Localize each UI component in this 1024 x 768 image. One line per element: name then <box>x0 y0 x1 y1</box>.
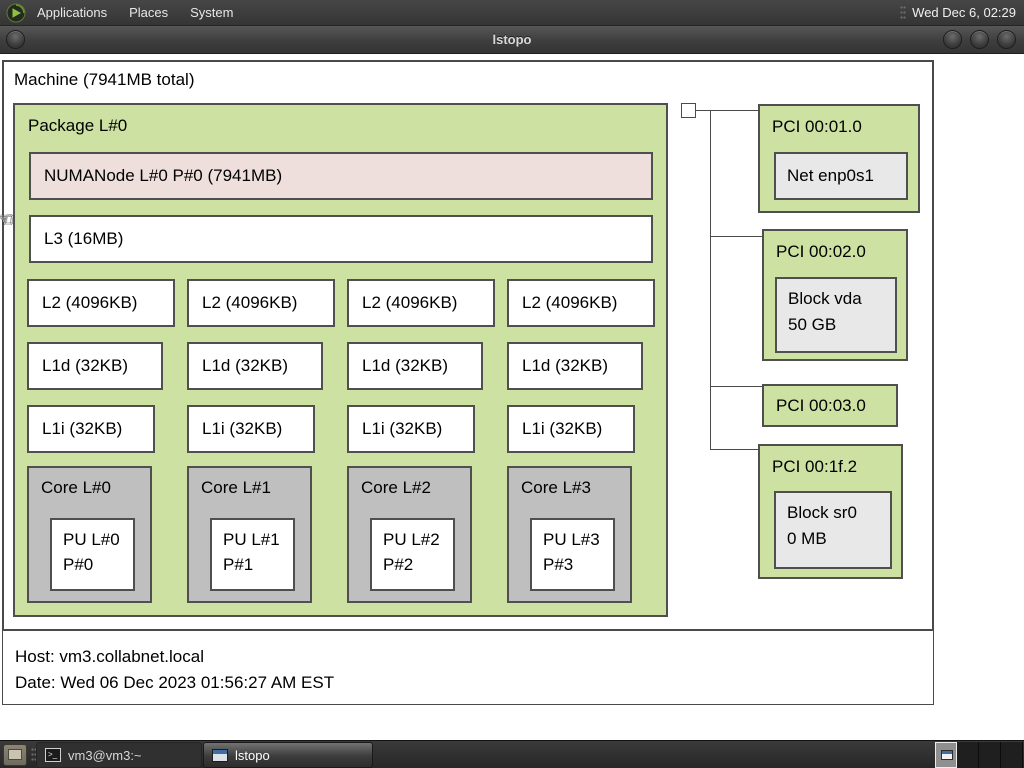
core-label: Core L#3 <box>521 478 591 497</box>
pu-box: PU L#2 P#2 <box>370 518 455 591</box>
pu-logical: PU L#2 <box>383 530 440 549</box>
core-label: Core L#1 <box>201 478 271 497</box>
workspace-switcher <box>935 742 1023 768</box>
l1d-cache-box: L1d (32KB) <box>347 342 483 390</box>
legend-box: Host: vm3.collabnet.local Date: Wed 06 D… <box>2 630 934 705</box>
l2-cache-box: L2 (4096KB) <box>27 279 175 327</box>
task-button-lstopo[interactable]: lstopo <box>203 742 373 768</box>
l1i-cache-box: L1i (32KB) <box>507 405 635 453</box>
pu-physical: P#0 <box>63 555 94 574</box>
core-label: Core L#2 <box>361 478 431 497</box>
workspace-window-thumb <box>941 750 953 760</box>
task-label: vm3@vm3:~ <box>68 747 142 763</box>
legend-date: Date: Wed 06 Dec 2023 01:56:27 AM EST <box>15 673 335 692</box>
l1i-cache-box: L1i (32KB) <box>27 405 155 453</box>
top-panel: Applications Places System Wed Dec 6, 02… <box>0 0 1024 26</box>
device-name: Block sr0 <box>787 503 857 522</box>
tree-trunk-line <box>710 110 711 450</box>
l3-cache-box: L3 (16MB) <box>29 215 653 263</box>
pci-box: PCI 00:03.0 <box>762 384 898 427</box>
show-desktop-button[interactable] <box>3 744 27 766</box>
pci-label: PCI 00:1f.2 <box>772 457 858 476</box>
tree-branch-line <box>710 236 762 237</box>
show-desktop-icon <box>8 749 22 760</box>
workspace-1[interactable] <box>935 742 957 768</box>
window-menu-button[interactable] <box>6 30 25 49</box>
pu-logical: PU L#3 <box>543 530 600 549</box>
l2-cache-box: L2 (4096KB) <box>507 279 655 327</box>
pci-label: PCI 00:01.0 <box>772 117 862 136</box>
package-label: Package L#0 <box>28 116 128 135</box>
tree-branch-line <box>696 110 758 111</box>
pu-physical: P#1 <box>223 555 254 574</box>
clock-applet[interactable]: Wed Dec 6, 02:29 <box>912 5 1016 20</box>
l1i-cache-box: L1i (32KB) <box>187 405 315 453</box>
l1d-cache-box: L1d (32KB) <box>187 342 323 390</box>
l2-cache-box: L2 (4096KB) <box>347 279 495 327</box>
pu-physical: P#3 <box>543 555 574 574</box>
device-size: 0 MB <box>787 529 827 548</box>
device-name: Block vda <box>788 289 862 308</box>
legend-host: Host: vm3.collabnet.local <box>15 647 204 666</box>
close-button[interactable] <box>997 30 1016 49</box>
pci-box: PCI 00:01.0 Net enp0s1 <box>758 104 920 213</box>
distro-logo-icon[interactable] <box>6 3 26 23</box>
terminal-icon: >_ <box>45 748 61 762</box>
core-box: Core L#1 PU L#1 P#1 <box>187 466 312 603</box>
mouse-cursor-icon: ☜ <box>0 210 15 231</box>
pu-logical: PU L#0 <box>63 530 120 549</box>
applet-grip[interactable] <box>900 4 907 21</box>
block-device-box: Block sr0 0 MB <box>774 491 892 569</box>
window-icon <box>212 748 228 762</box>
pu-box: PU L#0 P#0 <box>50 518 135 591</box>
pci-label: PCI 00:02.0 <box>776 242 866 261</box>
pci-box: PCI 00:1f.2 Block sr0 0 MB <box>758 444 903 579</box>
window-title: lstopo <box>492 32 532 47</box>
workspace-2[interactable] <box>957 742 979 768</box>
machine-label: Machine (7941MB total) <box>14 70 195 89</box>
pu-logical: PU L#1 <box>223 530 280 549</box>
pu-box: PU L#1 P#1 <box>210 518 295 591</box>
taskbar: >_ vm3@vm3:~ lstopo <box>0 740 1024 768</box>
menu-applications[interactable]: Applications <box>37 4 108 20</box>
tree-branch-line <box>710 386 762 387</box>
l1d-cache-box: L1d (32KB) <box>507 342 643 390</box>
block-device-box: Block vda 50 GB <box>775 277 897 353</box>
core-label: Core L#0 <box>41 478 111 497</box>
core-box: Core L#3 PU L#3 P#3 <box>507 466 632 603</box>
pci-box: PCI 00:02.0 Block vda 50 GB <box>762 229 908 361</box>
task-label: lstopo <box>235 747 270 763</box>
device-size: 50 GB <box>788 315 837 334</box>
core-box: Core L#2 PU L#2 P#2 <box>347 466 472 603</box>
menu-system[interactable]: System <box>190 4 234 20</box>
pu-physical: P#2 <box>383 555 414 574</box>
l2-cache-box: L2 (4096KB) <box>187 279 335 327</box>
numanode-box: NUMANode L#0 P#0 (7941MB) <box>29 152 653 200</box>
workspace-4[interactable] <box>1001 742 1023 768</box>
hostbridge-square <box>681 103 696 118</box>
pu-box: PU L#3 P#3 <box>530 518 615 591</box>
window-titlebar[interactable]: lstopo <box>0 26 1024 54</box>
l1i-cache-box: L1i (32KB) <box>347 405 475 453</box>
maximize-button[interactable] <box>970 30 989 49</box>
net-device-box: Net enp0s1 <box>774 152 908 200</box>
minimize-button[interactable] <box>943 30 962 49</box>
task-button-terminal[interactable]: >_ vm3@vm3:~ <box>36 742 202 768</box>
tree-branch-line <box>710 449 758 450</box>
menu-places[interactable]: Places <box>129 4 169 20</box>
workspace-3[interactable] <box>979 742 1001 768</box>
l1d-cache-box: L1d (32KB) <box>27 342 163 390</box>
tasklist-grip[interactable] <box>31 747 37 763</box>
core-box: Core L#0 PU L#0 P#0 <box>27 466 152 603</box>
